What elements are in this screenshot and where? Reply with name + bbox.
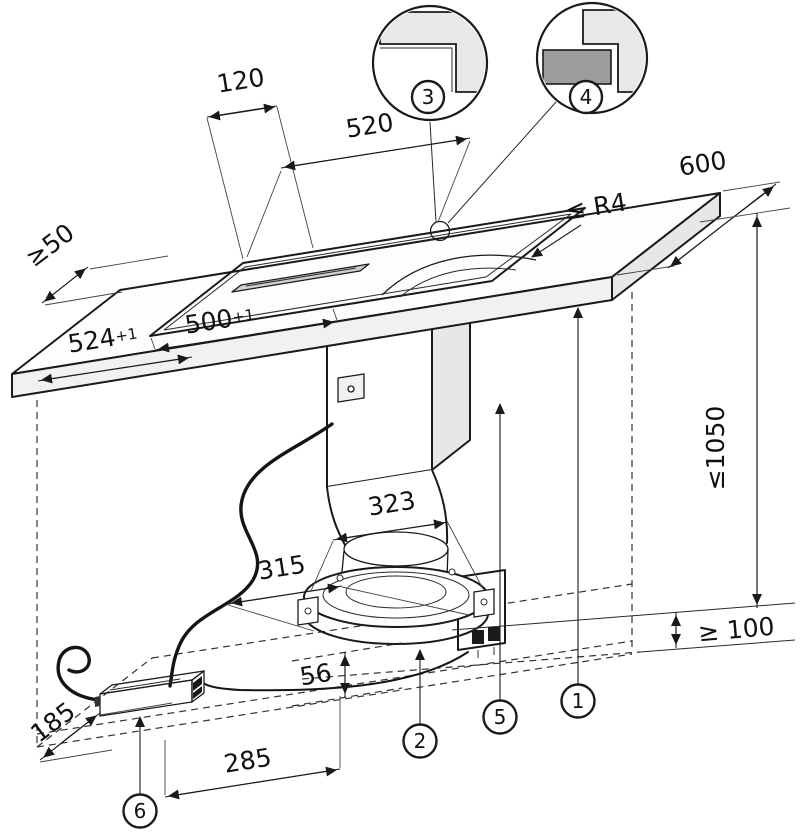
dimension-520: 520 [246, 108, 471, 258]
dimension-120: 120 [206, 63, 314, 260]
dim-ge50-label: ≥50 [20, 218, 80, 273]
callout-6-badge [122, 793, 158, 829]
dim-56-label: 56 [298, 658, 334, 692]
detail-views: 3 4 [371, 1, 649, 224]
power-cord-loop [56, 645, 101, 702]
control-box-top [99, 670, 205, 695]
box-connector [193, 686, 202, 699]
dimension-600: 600 [616, 146, 781, 276]
box-connector [193, 676, 202, 691]
callout-2-badge [402, 723, 438, 759]
callout-1-number: 1 [572, 689, 585, 713]
callout-4-badge [568, 79, 604, 115]
dimension-ge100: ≥ 100 [301, 602, 796, 680]
air-scoop-inner-curve [399, 267, 517, 298]
dimension-285: 285 [164, 696, 341, 800]
mains-cable [168, 422, 334, 688]
blower-inlet-collar [343, 531, 449, 567]
worktop-right-edge [611, 192, 721, 301]
control-box [95, 669, 205, 717]
callout-2-number: 2 [414, 729, 427, 753]
callout-5-badge [482, 699, 518, 735]
dim-285-label: 285 [222, 743, 274, 779]
detail-view-3: 3 [371, 4, 489, 122]
dim-120-label: 120 [215, 63, 267, 99]
dimension-le1050: ≤1050 [699, 207, 791, 608]
dim-500-tolerance: +1 [231, 305, 256, 326]
callout-3-number: 3 [422, 85, 435, 109]
detail-3-step-profile [379, 11, 485, 93]
dim-le1050-label: ≤1050 [701, 406, 730, 491]
worktop [11, 192, 721, 398]
power-cable [56, 422, 469, 702]
callout-4-number: 4 [580, 85, 593, 109]
cutout [149, 207, 586, 337]
grille-slot [245, 267, 357, 287]
blower-unit [297, 531, 506, 658]
detail-view-4: 4 [535, 1, 649, 115]
callout-6-number: 6 [134, 799, 147, 823]
dim-524-tolerance: +1 [114, 324, 139, 345]
detail-4-frame-insert [542, 49, 612, 85]
callout-1-badge [560, 683, 596, 719]
control-box-side [191, 669, 205, 704]
cable-gland [95, 696, 100, 707]
dim-600-label: 600 [677, 146, 729, 182]
dim-185-label: 185 [25, 696, 81, 748]
air-scoop-curve [381, 254, 537, 296]
dim-520-label: 520 [344, 108, 396, 144]
motor-connector [488, 627, 500, 641]
cutout-opening [149, 207, 586, 337]
cutout-inner-rim [163, 213, 572, 331]
callout-3-badge [410, 79, 446, 115]
detail-3-leader [429, 121, 437, 223]
motor-cable [204, 651, 469, 692]
dim-315-label: 315 [256, 550, 308, 586]
detail-4-leader [447, 101, 557, 224]
detail-4-step-profile [582, 9, 645, 93]
callouts: 1 2 5 6 [122, 307, 596, 829]
dimension-56: 56 [291, 642, 403, 707]
control-box-front [99, 679, 193, 717]
dimension-323: 323 [310, 486, 484, 592]
detail-marker-circle [429, 220, 451, 242]
motor-connector [472, 630, 484, 644]
bracket-screw [347, 385, 355, 393]
callout-5-number: 5 [494, 705, 507, 729]
dim-ge100-label: ≥ 100 [697, 612, 776, 648]
vent-grille [231, 263, 370, 293]
